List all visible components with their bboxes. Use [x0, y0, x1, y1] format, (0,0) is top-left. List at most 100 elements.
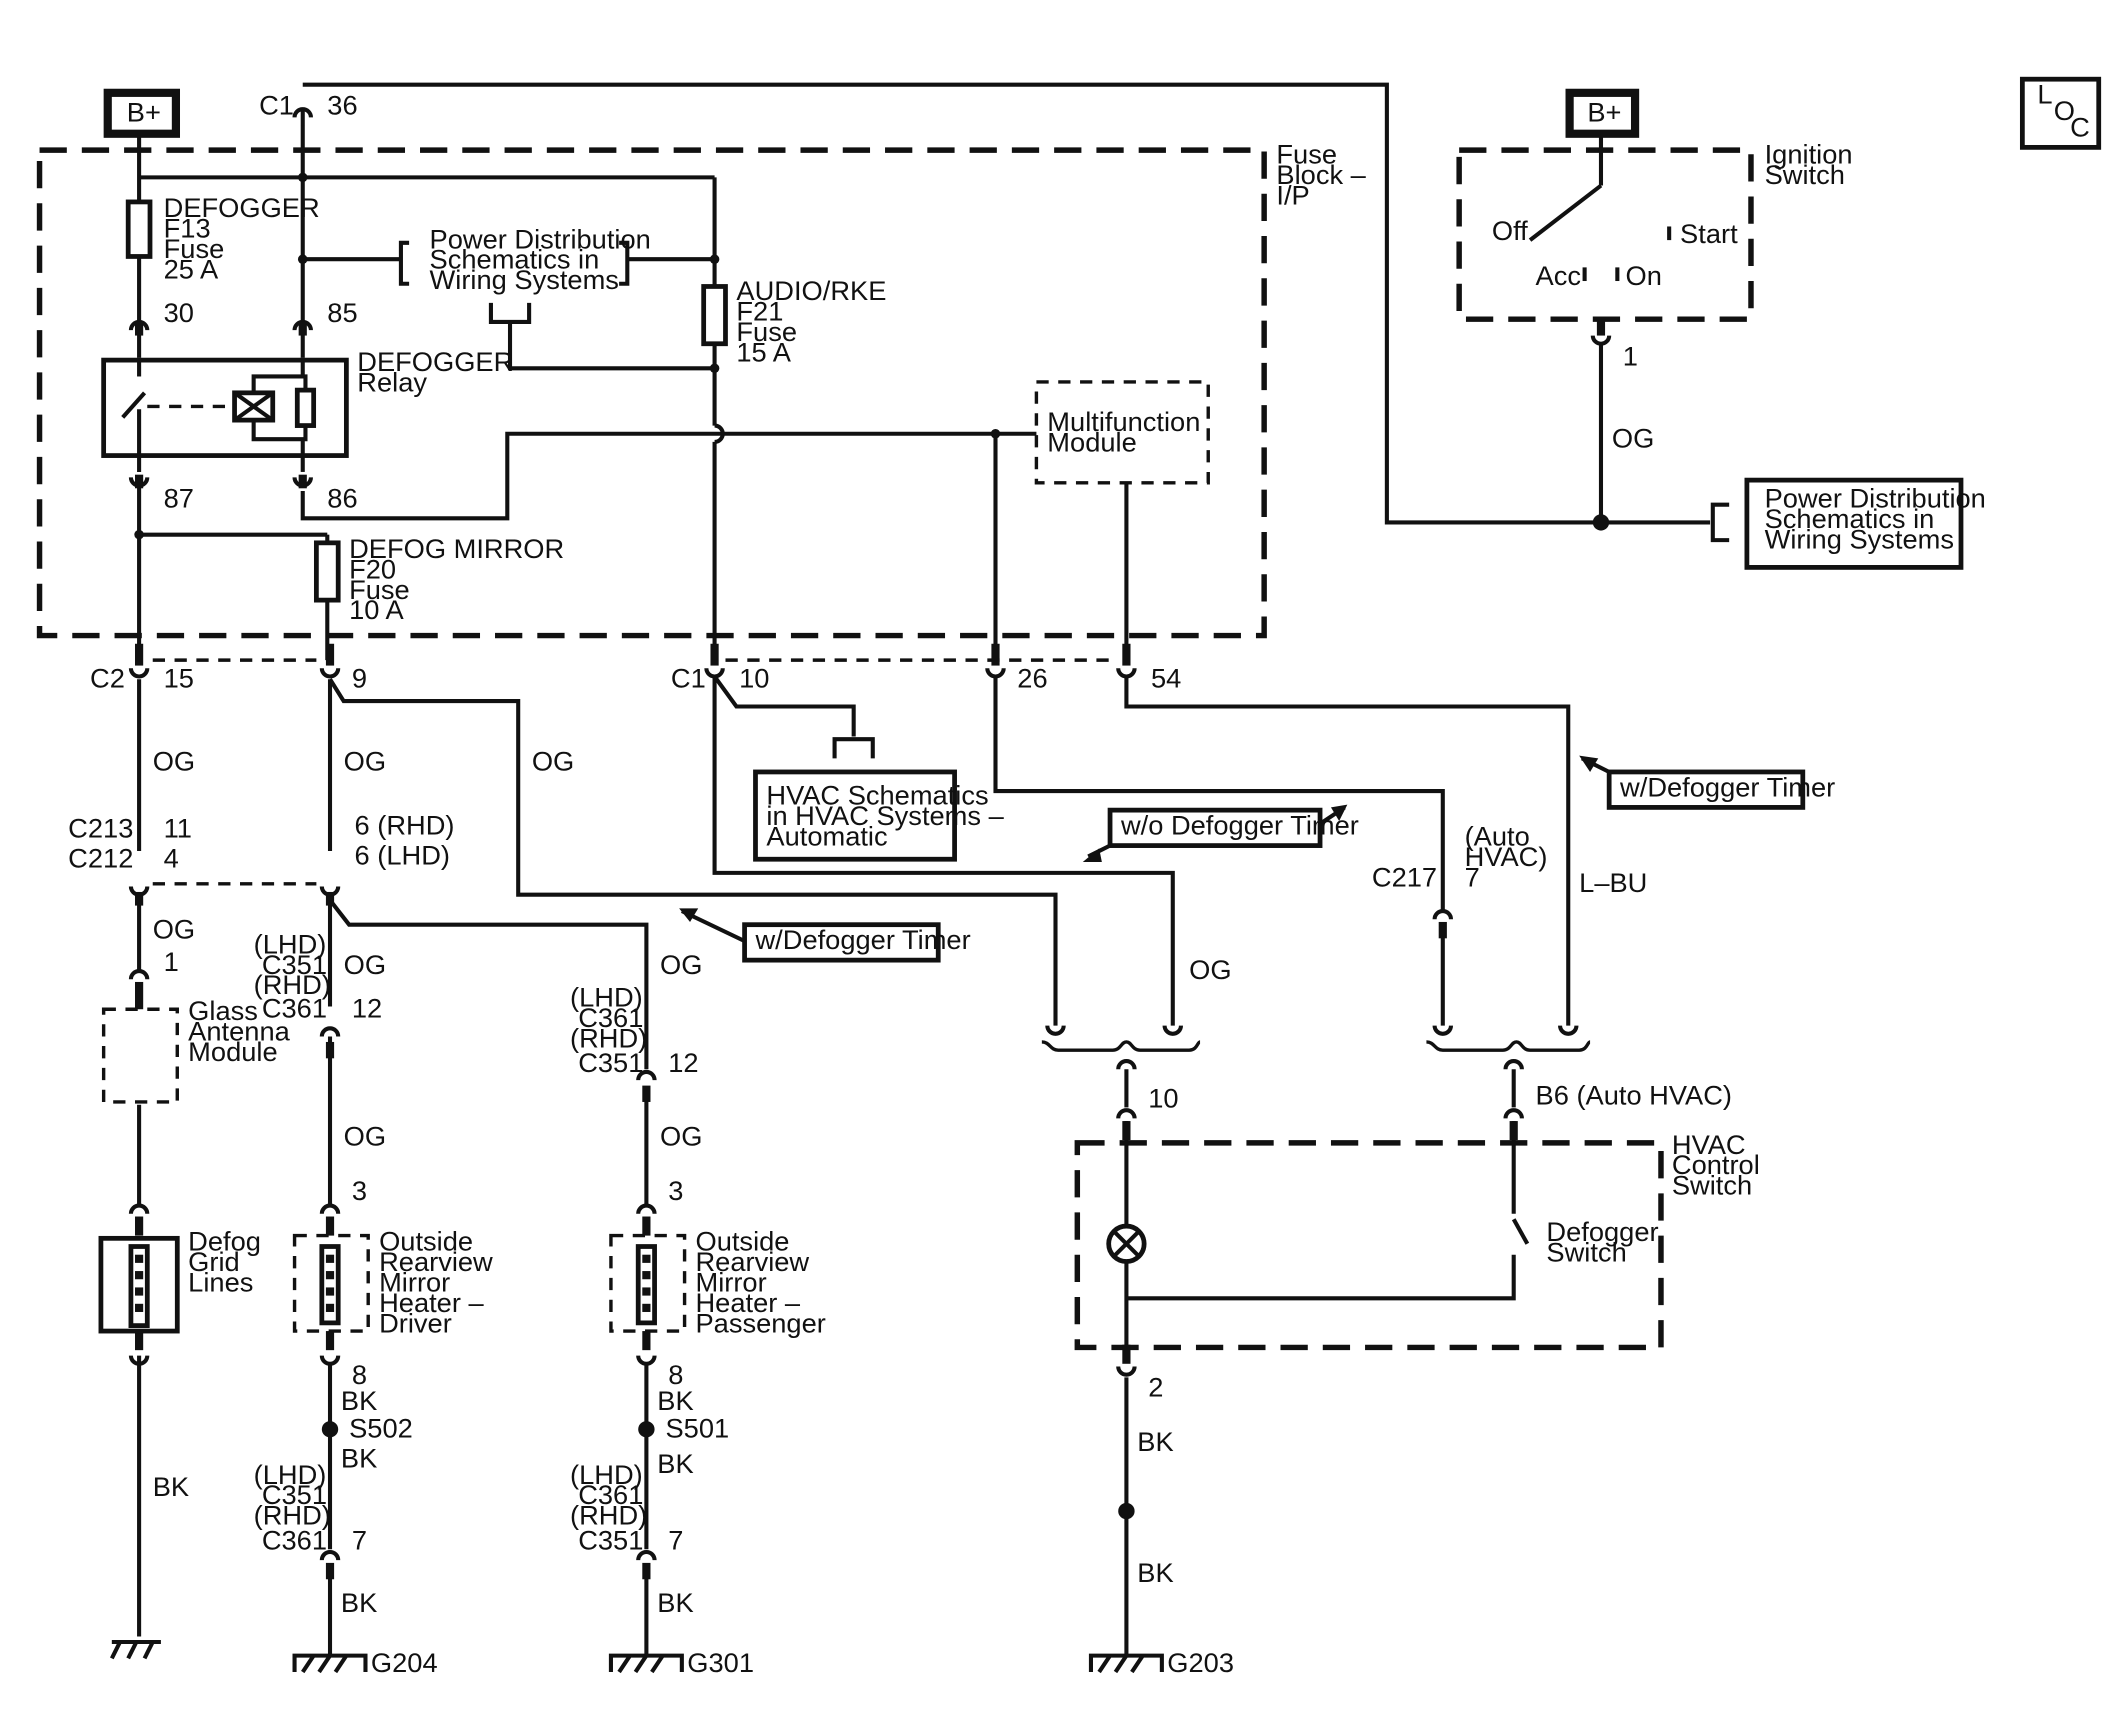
- splice-s502-dot: [321, 1421, 339, 1438]
- pin-15-label: 15: [164, 662, 194, 693]
- auto-hvac-label-3: 7: [1465, 862, 1480, 893]
- auto-hvac-label-2: HVAC): [1465, 841, 1548, 872]
- pds2-label-3: Wiring Systems: [1765, 523, 1954, 554]
- defogger-switch-label-2: Switch: [1546, 1237, 1626, 1268]
- fuse-f13-type: Fuse: [164, 233, 225, 264]
- ignition-switch-outline: [1456, 147, 1754, 322]
- defog-grid-box: [98, 1235, 180, 1334]
- wire-lbu-label: L–BU: [1579, 867, 1647, 898]
- wire-bk-1: BK: [341, 1385, 377, 1416]
- fuse-f20-type: Fuse: [349, 574, 410, 605]
- hvac-sch-label-2: in HVAC Systems –: [766, 800, 1004, 831]
- pin-54-label: 54: [1151, 662, 1181, 693]
- connector-c1-label: C1: [259, 90, 294, 121]
- connector-c1b-label: C1: [671, 662, 706, 693]
- pass-g-rhd: (RHD): [570, 1500, 647, 1531]
- ignition-start: Start: [1680, 218, 1738, 249]
- pin-36-label: 36: [327, 90, 357, 121]
- passenger-mirror-heater-icon: [635, 1244, 657, 1326]
- splice-s501-label: S501: [665, 1412, 729, 1443]
- wo-timer-callout: [1107, 807, 1323, 848]
- ground-g301-icon: [608, 1653, 684, 1674]
- driver-mirror-heater-icon: [319, 1244, 341, 1326]
- driver-c361: C361: [262, 992, 327, 1023]
- driver-pin-3: 3: [352, 1175, 367, 1206]
- wire-og-9: OG: [1189, 954, 1231, 985]
- wire-og-7: OG: [660, 949, 702, 980]
- hvac-pin-10: 10: [1148, 1082, 1178, 1113]
- pass-rhd: (RHD): [570, 1022, 647, 1053]
- wire-bk-3: BK: [341, 1587, 377, 1618]
- driver-label-3: Mirror: [379, 1267, 450, 1298]
- hvac-schematics-box: [753, 769, 957, 862]
- wire-og-2: OG: [344, 746, 386, 777]
- hvac-sch-label-3: Automatic: [766, 821, 887, 852]
- mfm-outline: [1034, 380, 1210, 485]
- pin-6-rhd-label: 6 (RHD): [355, 810, 455, 841]
- wire-og-8: OG: [660, 1121, 702, 1152]
- relay-pin-30: 30: [164, 297, 194, 328]
- ignition-off: Off: [1492, 215, 1528, 246]
- fuse-f21-name: AUDIO/RKE: [736, 275, 886, 306]
- driver-label-1: Outside: [379, 1226, 473, 1257]
- driver-pin-12: 12: [352, 992, 382, 1023]
- hvac-switch-label-1: HVAC: [1672, 1129, 1746, 1160]
- splice-g203-dot: [1118, 1502, 1135, 1520]
- pass-g-c361: C361: [578, 1479, 643, 1510]
- fuse-block-label-2: Block –: [1276, 159, 1366, 190]
- hvac-switch-label-2: Control: [1672, 1149, 1760, 1180]
- pass-lhd: (LHD): [570, 982, 643, 1013]
- driver-lhd: (LHD): [254, 928, 327, 959]
- wiring-lines: [36, 82, 1754, 1656]
- pass-label-5: Passenger: [695, 1307, 825, 1338]
- pass-label-1: Outside: [695, 1226, 789, 1257]
- driver-g-c361: C361: [262, 1524, 327, 1555]
- wire-bk-left: BK: [153, 1471, 189, 1502]
- components: [98, 76, 2102, 1674]
- glass-antenna-label-2: Antenna: [188, 1016, 290, 1047]
- pds-label-2: Schematics in: [430, 244, 600, 275]
- defogger-switch-label-1: Defogger: [1546, 1216, 1658, 1247]
- mfm-label-2: Module: [1047, 426, 1136, 457]
- indicator-lamp-icon: [1106, 1223, 1147, 1264]
- pass-c361: C361: [578, 1002, 643, 1033]
- fuse-f13-name: DEFOGGER: [164, 192, 320, 223]
- pds-label-1: Power Distribution: [430, 223, 651, 254]
- connector-c213-label: C213: [68, 812, 133, 843]
- glass-antenna-label-3: Module: [188, 1036, 277, 1067]
- driver-pin-8: 8: [352, 1359, 367, 1390]
- ground-g301-label: G301: [687, 1647, 754, 1678]
- wire-og-6: OG: [344, 1121, 386, 1152]
- wire-bk-2: BK: [341, 1442, 377, 1473]
- wire-og-5: OG: [344, 949, 386, 980]
- driver-label-4: Heater –: [379, 1287, 484, 1318]
- fuse-f13-rating: 25 A: [164, 253, 219, 284]
- wire-og-3: OG: [532, 746, 574, 777]
- fuse-f21-rating: 15 A: [736, 336, 791, 367]
- ground-g203-label: G203: [1167, 1647, 1234, 1678]
- hvac-sch-label-1: HVAC Schematics: [766, 780, 988, 811]
- pds-box-right: [1744, 477, 1964, 570]
- relay-resistor-icon: [294, 387, 317, 428]
- ignition-pin-1: 1: [1623, 341, 1638, 372]
- w-timer-callout-left: [742, 922, 941, 963]
- loc-o: O: [2054, 95, 2075, 126]
- ignition-acc: Acc: [1536, 260, 1581, 291]
- pass-g-lhd: (LHD): [570, 1459, 643, 1490]
- connector-glyphs: [128, 107, 1612, 1580]
- wire-bk-8: BK: [1137, 1557, 1173, 1588]
- fuse-f13-icon: [125, 199, 153, 259]
- fuse-block-outline: [36, 147, 1267, 639]
- fuse-f20-icon: [313, 540, 341, 603]
- glass-antenna-outline: [101, 1007, 179, 1104]
- pin-9-label: 9: [352, 662, 367, 693]
- relay-label-1: DEFOGGER: [357, 346, 513, 377]
- ground-g204-icon: [292, 1653, 368, 1674]
- pin-11-label: 11: [164, 812, 192, 843]
- ground-g204-label: G204: [371, 1647, 438, 1678]
- wire-bk-5: BK: [657, 1448, 693, 1479]
- pin-26-label: 26: [1017, 662, 1047, 693]
- fuse-block-label-3: I/P: [1276, 180, 1309, 211]
- wire-og-ignition: OG: [1612, 422, 1654, 453]
- splice-s501-dot: [638, 1421, 655, 1438]
